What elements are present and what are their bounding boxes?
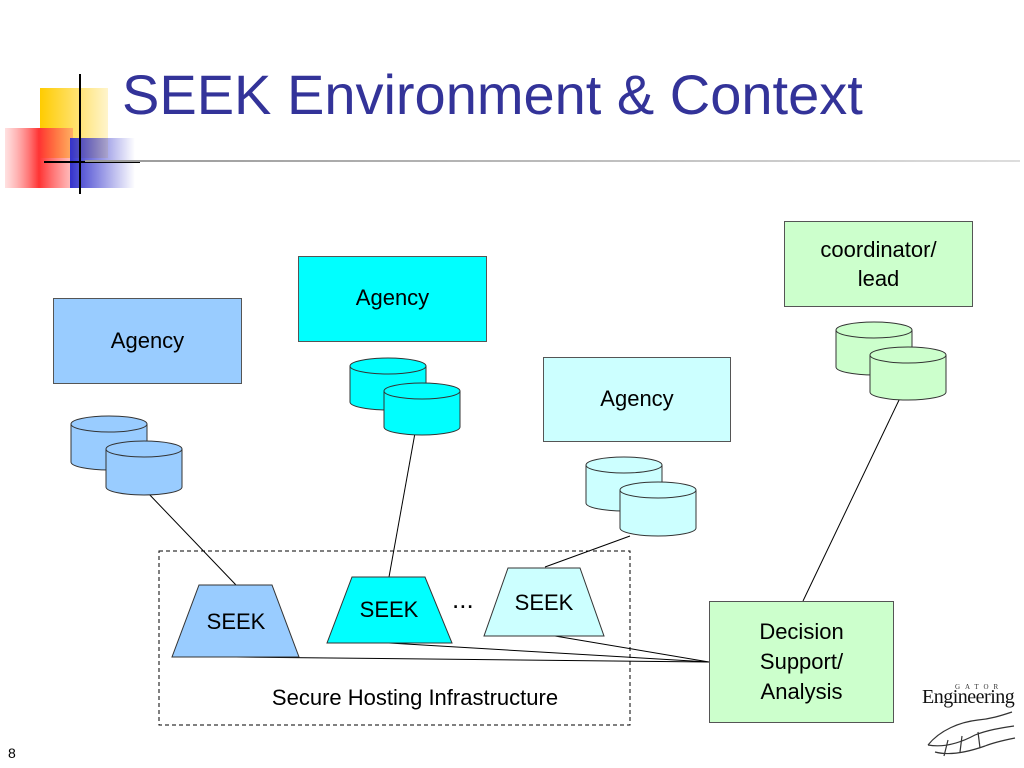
seek-node-2-shape — [326, 576, 453, 644]
connector-seek1-decision — [235, 656, 710, 663]
accent-red-square — [5, 128, 73, 188]
agency-box-3-label: Agency — [600, 386, 674, 412]
title-underline — [85, 160, 1020, 162]
connector-db1-seek1 — [146, 491, 237, 586]
corner-accent-graphic — [5, 74, 140, 194]
seek-node-1-shape — [171, 584, 300, 658]
coordinator-label-line2: lead — [857, 265, 900, 291]
slide-title: SEEK Environment & Context — [122, 63, 863, 126]
ellipsis-text: ... — [452, 584, 474, 614]
seek-node-2-label: SEEK — [359, 597, 419, 622]
database-icon-group-3 — [585, 456, 697, 537]
agency-box-2-label: Agency — [355, 284, 430, 310]
coordinator-label-line1: coordinator/ — [820, 237, 937, 262]
infrastructure-label: Secure Hosting Infrastructure — [271, 685, 559, 710]
decision-support-box: Decision Support/ Analysis — [709, 601, 894, 723]
connector-seek3-decision — [554, 635, 710, 663]
agency-box-2: Agency — [298, 256, 487, 342]
agency-box-3: Agency — [543, 357, 731, 442]
database-icon-group-4 — [835, 321, 947, 401]
connector-seek2-decision — [388, 642, 710, 663]
agency-box-1-label: Agency — [110, 327, 185, 353]
connector-coord-decision — [802, 397, 901, 602]
logo-gator-text: GATOR — [955, 683, 1004, 691]
decision-support-line2: Support/ — [759, 649, 844, 675]
database-icon-group-1 — [70, 415, 183, 496]
seek-node-3-shape — [483, 567, 605, 637]
page-number: 8 — [8, 745, 16, 761]
coordinator-box: coordinator/ lead — [784, 221, 973, 307]
decision-support-line1: Decision — [759, 619, 844, 645]
seek-node-3-label: SEEK — [514, 590, 574, 615]
seek-node-1-label: SEEK — [206, 609, 266, 634]
agency-box-1: Agency — [53, 298, 242, 384]
decision-support-line3: Analysis — [760, 678, 843, 704]
database-icon-group-2 — [349, 357, 461, 436]
logo-engineering-text: Engineering — [922, 686, 1015, 708]
gator-logo-icon — [927, 711, 1016, 757]
connector-db3-seek3 — [544, 535, 631, 568]
connector-db2-seek2 — [388, 432, 416, 578]
